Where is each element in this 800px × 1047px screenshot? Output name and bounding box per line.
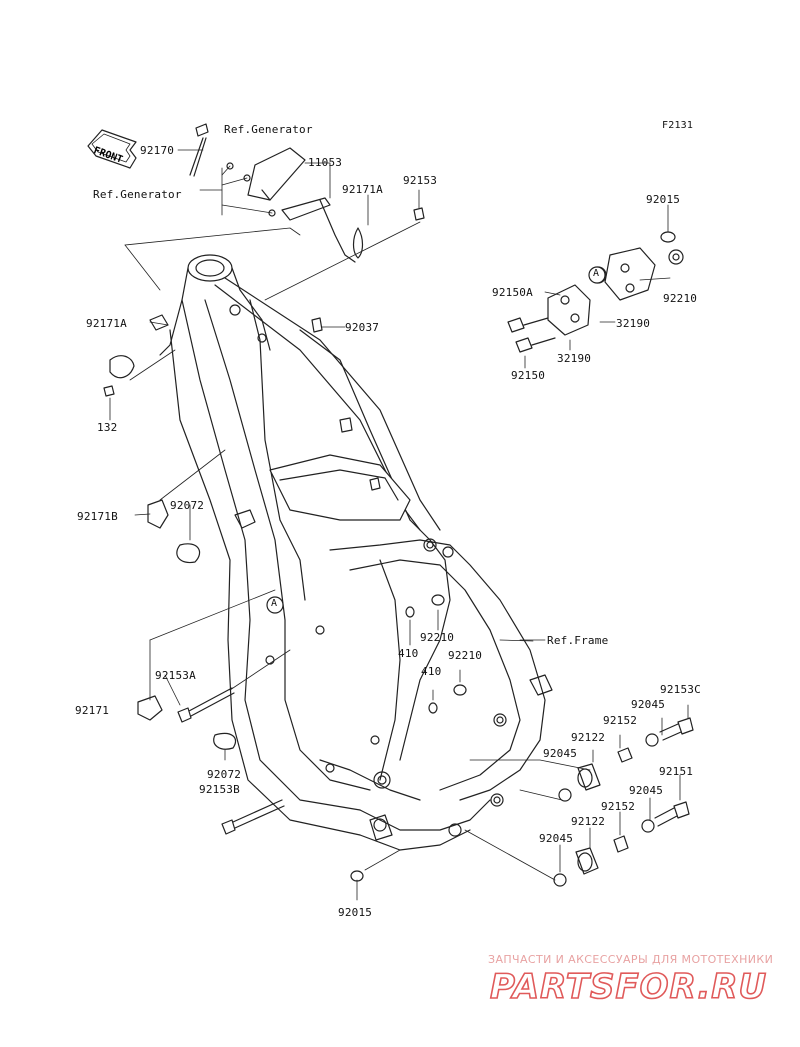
bushing-group-lower (553, 801, 690, 887)
motorcycle-frame (149, 254, 553, 851)
watermark-caption: ЗАПЧАСТИ И АКСЕССУАРЫ ДЛЯ МОТОТЕХНИКИ (488, 953, 774, 966)
part-92171a-left: 92171A (86, 317, 127, 330)
part-92072-bottom: 92072 (207, 768, 242, 781)
nut-92210-b-icon (453, 684, 467, 696)
part-92015-top: 92015 (646, 193, 681, 206)
callout-a-top (588, 266, 606, 284)
part-32190-right: 32190 (616, 317, 651, 330)
part-92210-mid2: 92210 (448, 649, 483, 662)
washer-410-icon (405, 606, 415, 618)
svg-text:PARTSFOR.RU: PARTSFOR.RU (490, 967, 767, 1006)
part-92045-d: 92045 (539, 832, 574, 845)
washer-410-b-icon (428, 702, 438, 714)
ref-generator-left: Ref.Generator (93, 188, 182, 201)
nut-92015-icon (350, 870, 364, 882)
part-92037: 92037 (345, 321, 380, 334)
bushing-group-upper (558, 717, 694, 802)
part-92150a: 92150A (492, 286, 533, 299)
bolt-92037-icon (311, 317, 323, 333)
part-92072-top: 92072 (170, 499, 205, 512)
engine-mount-plates (507, 231, 684, 353)
part-132: 132 (97, 421, 118, 434)
part-92122-a: 92122 (571, 731, 606, 744)
part-92152-a: 92152 (603, 714, 638, 727)
bolt-92153b-icon (221, 799, 285, 835)
bolt-132-icon (103, 385, 115, 397)
front-arrow-icon (87, 129, 137, 169)
part-92045-c: 92045 (629, 784, 664, 797)
clamp-92171a-left-icon (109, 355, 135, 379)
part-92170: 92170 (140, 144, 175, 157)
part-92153a: 92153A (155, 669, 196, 682)
part-11053: 11053 (308, 156, 343, 169)
diagram-code: F2131 (662, 120, 694, 131)
bolt-92153-icon (413, 207, 425, 221)
part-92045-a: 92045 (631, 698, 666, 711)
part-410-a: 410 (398, 647, 419, 660)
part-92150: 92150 (511, 369, 546, 382)
part-92153: 92153 (403, 174, 438, 187)
part-92153c: 92153C (660, 683, 701, 696)
part-410-b: 410 (421, 665, 442, 678)
bolt-92153a-icon (177, 687, 235, 723)
part-92152-b: 92152 (601, 800, 636, 813)
clamp-92171-icon (137, 695, 163, 721)
part-92171: 92171 (75, 704, 110, 717)
leader-lines (109, 149, 689, 901)
part-32190-mid: 32190 (557, 352, 592, 365)
part-92210-mid1: 92210 (420, 631, 455, 644)
part-92171a-top: 92171A (342, 183, 383, 196)
nut-92210-icon (431, 594, 445, 606)
part-92151: 92151 (659, 765, 694, 778)
part-92210-right: 92210 (663, 292, 698, 305)
band-92072-icon (176, 543, 201, 564)
band-92072-bottom-icon (213, 732, 237, 750)
callout-a-label-top: A (593, 268, 600, 279)
part-92122-b: 92122 (571, 815, 606, 828)
ref-generator-top: Ref.Generator (224, 123, 313, 136)
generator-bracket (189, 123, 356, 263)
clamp-92171a-icon (352, 227, 364, 259)
part-92153b: 92153B (199, 783, 240, 796)
callout-a-frame (266, 596, 284, 614)
part-92015-bottom: 92015 (338, 906, 373, 919)
part-92045-b: 92045 (543, 747, 578, 760)
clamp-92171b-icon (147, 499, 169, 529)
callout-a-label-frame: A (271, 598, 278, 609)
ref-frame: Ref.Frame (547, 634, 609, 647)
watermark-logo: PARTSFOR.RU (489, 966, 767, 1006)
part-92171b: 92171B (77, 510, 118, 523)
